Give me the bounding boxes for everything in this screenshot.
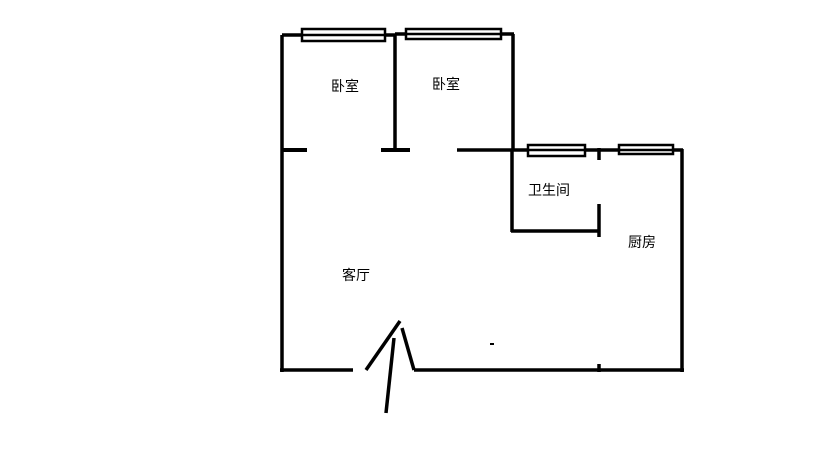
room-label-bedroom-left: 卧室 xyxy=(331,79,359,95)
entrance-door xyxy=(400,327,416,371)
entrance-door xyxy=(364,320,402,371)
room-label-kitchen: 厨房 xyxy=(628,235,656,251)
room-label-bathroom: 卫生间 xyxy=(528,183,570,199)
room-label-living-room: 客厅 xyxy=(342,268,370,284)
room-label-bedroom-right: 卧室 xyxy=(432,77,460,93)
marker-dot xyxy=(490,343,494,345)
entrance-arrow xyxy=(384,337,396,414)
